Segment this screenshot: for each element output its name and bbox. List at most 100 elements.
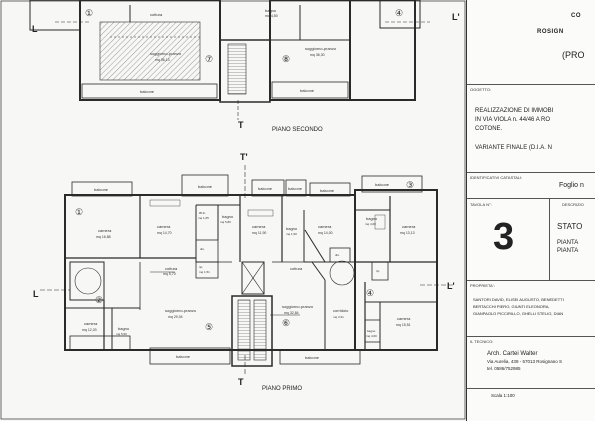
room-bottom-15-name: camera (397, 316, 411, 321)
room-bottom-27-name: balcone (375, 182, 390, 187)
room-bottom-3-name: bagno (222, 214, 234, 219)
unit-number-bottom-4: ⑤ (205, 322, 213, 332)
plan-title-second: PIANO SECONDO (272, 127, 323, 133)
proprieta-label: PROPRIETA': (470, 283, 495, 288)
room-bottom-5-area: mq 1,90 (286, 232, 297, 236)
unit-number-bottom-0: ① (75, 207, 83, 217)
room-bottom-14-area: mq 5,50 (116, 332, 127, 336)
room-top-5-area: mq 4,50 (265, 14, 278, 18)
foglio-text: Foglio n (559, 182, 584, 189)
room-bottom-6-area: mq 14,00 (318, 231, 333, 235)
room-bottom-22-name: balcone (94, 187, 109, 192)
room-bottom-4-area: mq 11,90 (252, 231, 266, 235)
room-bottom-8-area: mq 13,13 (400, 231, 415, 235)
plan-second-floor (29, 0, 430, 120)
room-bottom-16-name: corridoio (333, 308, 349, 313)
room-bottom-12-name: soggiorno-pranzo (282, 304, 314, 309)
unit-number-top-1: ④ (395, 8, 403, 18)
room-bottom-9-area: mq 5,70 (163, 272, 176, 276)
room-top-3-name: balcone (300, 88, 315, 93)
tavola-number: 3 (493, 216, 515, 258)
room-bottom-15-area: mq 15,51 (396, 323, 411, 327)
section-mark-l-bottom: L (33, 289, 39, 299)
room-bottom-0-name: camera (98, 228, 112, 233)
unit-number-top-0: ① (85, 8, 93, 18)
room-bottom-14-name: bagno (118, 326, 130, 331)
room-bottom-5-name: bagno (286, 226, 298, 231)
title-block: CO ROSIGN (PRO OGGETTO: REALIZZAZIONE DI… (466, 0, 595, 421)
oggetto-text-3: COTONE. (475, 126, 503, 132)
room-bottom-11-area: mq 29,04 (168, 315, 183, 319)
floor-plans: L L' T soggiorno-pranzo mq 36,13 soggior… (0, 0, 466, 420)
tecnico-name: Arch. Cartei Walter (487, 351, 538, 357)
oggetto-row (467, 84, 595, 85)
room-bottom-9-name: cottura (165, 266, 178, 271)
tecnico-label: IL TECNICO: (470, 339, 494, 344)
room-bottom-7-area: mq 4,60 (365, 222, 376, 226)
pianta-text-1: PIANTA (557, 240, 579, 246)
room-bottom-26-name: balcone (320, 188, 335, 193)
catastali-label: IDENTIFICATIVI CATASTALI: (470, 175, 523, 180)
room-bottom-6-name: camera (318, 224, 332, 229)
room-bottom-2-area: mq 1,65 (198, 216, 209, 220)
oggetto-text-2: IN VIA VIOLA n. 44/46 A RO (475, 117, 551, 123)
section-mark-lp-top: L' (452, 12, 460, 22)
room-bottom-4-name: camera (252, 224, 266, 229)
room-top-1-area: mq 36,30 (310, 53, 325, 57)
room-bottom-13-area: mq 12,03 (82, 328, 97, 332)
plan-first-floor (40, 165, 455, 375)
room-bottom-8-name: camera (402, 224, 416, 229)
unit-number-bottom-2: ③ (406, 180, 414, 190)
room-bottom-1-area: mq 14,70 (157, 231, 172, 235)
tavola-row (467, 198, 595, 199)
room-bottom-11-name: soggiorno-pranzo (165, 308, 197, 313)
scala-text: Scala 1:100 (491, 393, 515, 398)
room-bottom-29-name: balcone (305, 355, 320, 360)
room-top-2-name: balcone (140, 89, 155, 94)
room-bottom-28-name: balcone (176, 354, 191, 359)
room-bottom-20-name: rip. (199, 265, 203, 269)
variante-text: VARIANTE FINALE (D.I.A. N (475, 145, 552, 151)
oggetto-label: OGGETTO: (470, 87, 492, 92)
oggetto-text-1: REALIZZAZIONE DI IMMOBI (475, 108, 554, 114)
plan-title-first: PIANO PRIMO (262, 386, 302, 392)
room-top-0-name: soggiorno-pranzo (150, 51, 182, 56)
room-bottom-24-name: balcone (258, 186, 273, 191)
room-bottom-13-name: camera (84, 321, 98, 326)
room-bottom-19-name: dis. (335, 253, 340, 257)
unit-number-top-2: ⑦ (205, 54, 213, 64)
room-bottom-0-area: mq 16,88 (96, 235, 111, 239)
room-bottom-17-area: mq 4,60 (366, 334, 377, 338)
title-header-line1: CO (571, 13, 581, 19)
proprieta-text-3: GIANPAOLO PICCIRILLO, GHELLI STELIO, DIA… (473, 311, 564, 316)
unit-number-top-3: ⑧ (282, 54, 290, 64)
proprieta-text-1: SANTORI DAVID, ELISEI AUGUSTO, BENEDETTI (473, 297, 564, 302)
proprieta-text-2: BERTACCHI PIERO, GIUNTI ELEONORA, (473, 304, 550, 309)
descrizione-label: DESCRIZIO (562, 202, 584, 207)
room-bottom-23-name: balcone (198, 184, 213, 189)
room-bottom-10-name: cottura (290, 266, 303, 271)
room-bottom-2-name: w.c. (199, 210, 206, 215)
room-top-5-name: bagno (265, 8, 277, 13)
section-mark-t-bottom: T (238, 377, 244, 387)
room-bottom-3-area: mq 5,80 (220, 220, 231, 224)
unit-number-bottom-5: ⑥ (282, 318, 290, 328)
room-bottom-21-name: rip. (376, 269, 380, 273)
unit-number-bottom-1: ② (95, 295, 103, 305)
room-bottom-17-name: bagno (367, 329, 376, 333)
room-bottom-25-name: balcone (288, 186, 303, 191)
room-bottom-20-area: mq 1,51 (199, 270, 210, 274)
room-top-4-name: cottura (150, 12, 163, 17)
room-bottom-12-area: mq 32,84 (284, 311, 299, 315)
room-top-1-name: soggiorno-pranzo (305, 46, 337, 51)
tecnico-row (467, 336, 595, 337)
room-top-0-area: mq 36,13 (155, 58, 170, 62)
title-header-line3: (PRO (562, 50, 585, 60)
tecnico-address: Via Aurelia, 439 - 57013 Rosignano S (487, 359, 562, 364)
tecnico-phone: tel. 0586/752985 (487, 366, 521, 371)
section-mark-lp-bottom: L' (447, 281, 455, 291)
scala-row (467, 388, 595, 389)
room-bottom-7-name: bagno (366, 216, 378, 221)
room-bottom-16-area: mq 3,31 (333, 315, 344, 319)
